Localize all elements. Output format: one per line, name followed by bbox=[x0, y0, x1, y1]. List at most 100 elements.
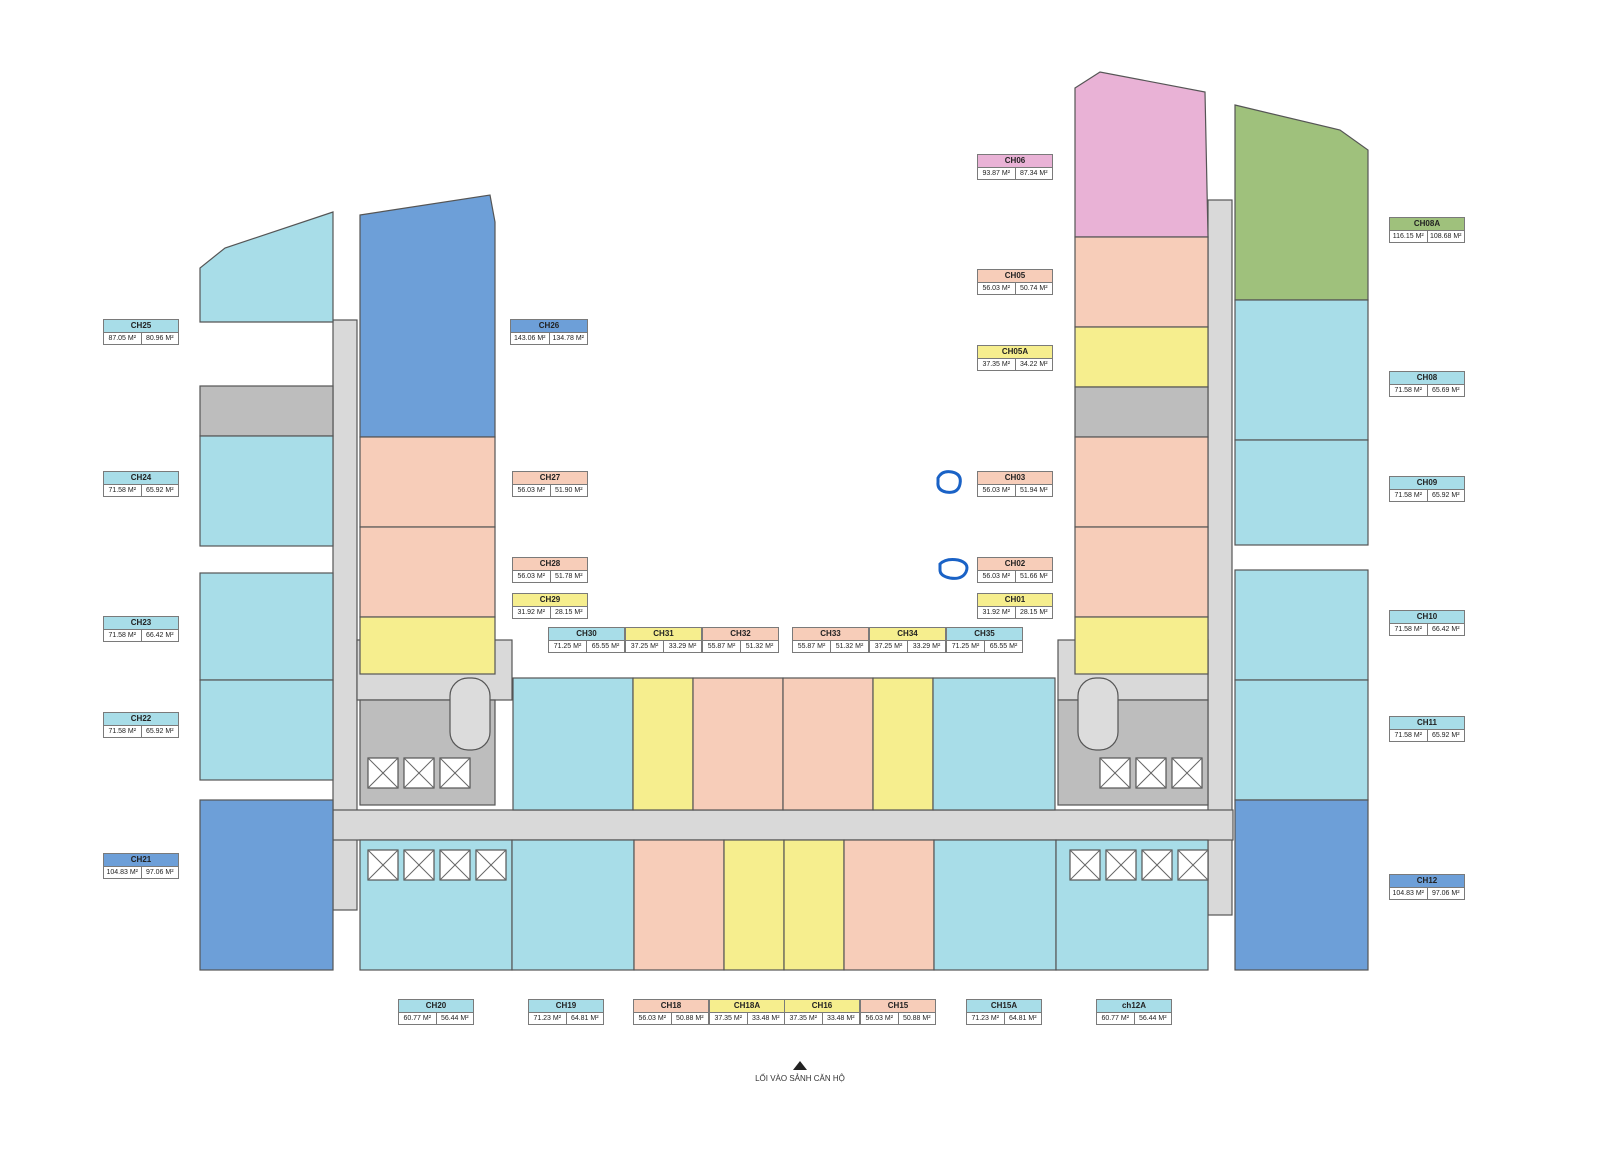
unit-area-gross: 37.25 M² bbox=[630, 643, 659, 650]
unit-ch34-block bbox=[872, 677, 934, 811]
unit-name: CH35 bbox=[946, 627, 1023, 640]
unit-ch18a-block bbox=[723, 839, 785, 971]
lobby-entrance: LỐI VÀO SẢNH CĂN HỘ bbox=[745, 1061, 855, 1083]
unit-area-gross: 71.25 M² bbox=[553, 643, 582, 650]
unit-name: CH26 bbox=[510, 319, 588, 332]
unit-ch11-block bbox=[1234, 679, 1369, 801]
unit-ch27-block bbox=[359, 436, 496, 528]
unit-area-gross: 56.03 M² bbox=[865, 1015, 894, 1022]
unit-area-gross: 56.03 M² bbox=[982, 487, 1011, 494]
unit-ch35-block bbox=[932, 677, 1056, 811]
unit-area-net: 65.55 M² bbox=[984, 641, 1022, 652]
unit-ch25-block bbox=[199, 211, 334, 323]
unit-name: CH33 bbox=[792, 627, 869, 640]
unit-ch01-block bbox=[1074, 616, 1209, 675]
unit-area-net: 80.96 M² bbox=[140, 333, 179, 344]
unit-area-net: 65.69 M² bbox=[1426, 385, 1465, 396]
unit-name: CH18A bbox=[709, 999, 785, 1012]
unit-ch12-block bbox=[1234, 799, 1369, 971]
elevator-cross bbox=[1069, 849, 1101, 881]
unit-ch15-block bbox=[843, 839, 935, 971]
stair-circle-left bbox=[449, 677, 491, 751]
unit-ch05-block bbox=[1074, 236, 1209, 328]
elevator-cross bbox=[367, 757, 399, 789]
unit-name: CH19 bbox=[528, 999, 604, 1012]
unit-ch02-block bbox=[1074, 526, 1209, 618]
elevator-cross bbox=[403, 757, 435, 789]
unit-ch28-block bbox=[359, 526, 496, 618]
unit-area-net: 28.15 M² bbox=[1014, 607, 1053, 618]
unit-name: CH03 bbox=[977, 471, 1053, 484]
unit-area-gross: 104.83 M² bbox=[106, 869, 139, 876]
elevator-cross bbox=[1141, 849, 1173, 881]
unit-area-gross: 56.03 M² bbox=[517, 487, 546, 494]
unit-name: CH34 bbox=[869, 627, 946, 640]
unit-area-gross: 31.92 M² bbox=[517, 609, 546, 616]
entrance-label: LỐI VÀO SẢNH CĂN HỘ bbox=[755, 1074, 845, 1083]
unit-area-net: 65.92 M² bbox=[140, 485, 179, 496]
unit-ch19-block bbox=[511, 839, 635, 971]
elevator-cross bbox=[475, 849, 507, 881]
unit-area-gross: 71.23 M² bbox=[971, 1015, 1000, 1022]
unit-area-net: 65.92 M² bbox=[1426, 730, 1465, 741]
unit-area-gross: 71.58 M² bbox=[108, 728, 137, 735]
unit-ch32-block bbox=[692, 677, 784, 811]
unit-area-gross: 56.03 M² bbox=[982, 573, 1011, 580]
unit-area-gross: 87.05 M² bbox=[108, 335, 137, 342]
unit-ch29-block bbox=[359, 616, 496, 675]
unit-area-gross: 60.77 M² bbox=[1101, 1015, 1130, 1022]
elevator-cross bbox=[439, 849, 471, 881]
unit-ch08a-block bbox=[1234, 104, 1369, 301]
unit-name: CH15 bbox=[860, 999, 936, 1012]
unit-area-gross: 37.35 M² bbox=[982, 361, 1011, 368]
unit-name: CH20 bbox=[398, 999, 474, 1012]
unit-ch15a-block bbox=[933, 839, 1057, 971]
unit-area-gross: 71.58 M² bbox=[1394, 387, 1423, 394]
unit-ch24-block bbox=[199, 435, 334, 547]
unit-area-net: 33.29 M² bbox=[663, 641, 701, 652]
unit-area-net: 51.90 M² bbox=[549, 485, 588, 496]
unit-area-gross: 37.25 M² bbox=[874, 643, 903, 650]
unit-area-net: 66.42 M² bbox=[140, 630, 179, 641]
unit-area-gross: 56.03 M² bbox=[638, 1015, 667, 1022]
unit-area-gross: 56.03 M² bbox=[517, 573, 546, 580]
unit-name: CH12 bbox=[1389, 874, 1465, 887]
elevator-cross bbox=[1099, 757, 1131, 789]
unit-area-gross: 93.87 M² bbox=[982, 170, 1011, 177]
unit-area-net: 64.81 M² bbox=[1003, 1013, 1042, 1024]
unit-area-gross: 71.58 M² bbox=[1394, 492, 1423, 499]
unit-area-gross: 60.77 M² bbox=[403, 1015, 432, 1022]
unit-name: CH02 bbox=[977, 557, 1053, 570]
stair-core-right bbox=[1074, 386, 1209, 438]
unit-area-gross: 104.83 M² bbox=[1392, 890, 1425, 897]
unit-name: CH22 bbox=[103, 712, 179, 725]
unit-area-net: 97.06 M² bbox=[140, 867, 179, 878]
unit-areas: 37.25 M² 33.29 M² bbox=[625, 640, 702, 653]
unit-area-gross: 143.06 M² bbox=[513, 335, 546, 342]
unit-ch30-block bbox=[512, 677, 634, 811]
unit-area-net: 28.15 M² bbox=[549, 607, 588, 618]
